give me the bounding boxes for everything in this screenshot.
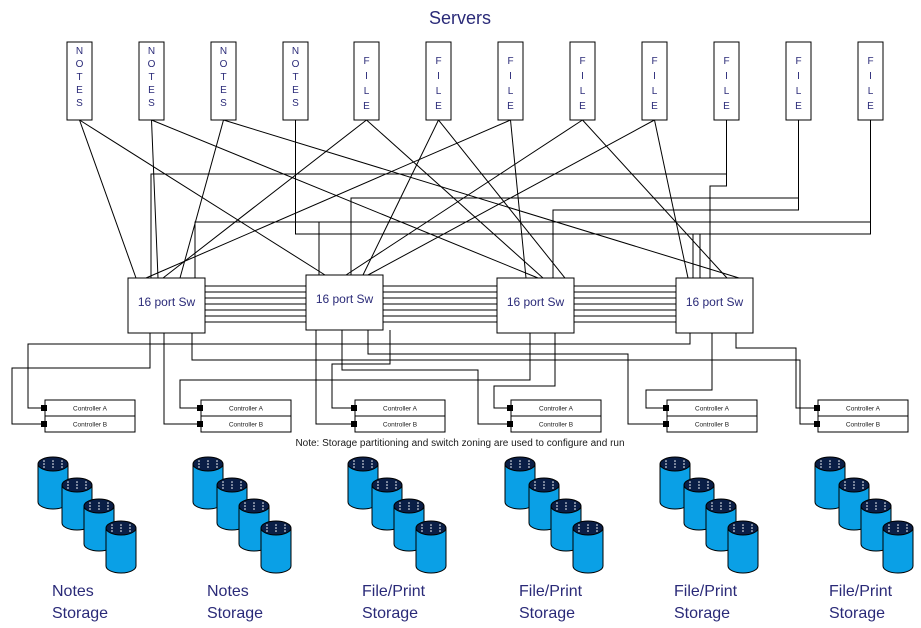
storage-controller: Controller A Controller B bbox=[814, 399, 909, 433]
disk-cylinder-icon bbox=[192, 456, 224, 510]
controller-a-label: Controller A bbox=[539, 406, 574, 413]
port-square-icon bbox=[351, 421, 357, 427]
switch-box: 16 port Sw bbox=[305, 274, 384, 331]
storage-label-line1: File/Print bbox=[519, 583, 583, 600]
connection-lines bbox=[11, 119, 871, 425]
disk-cylinder-icon bbox=[347, 456, 379, 510]
storage-controller: Controller A Controller B bbox=[507, 399, 602, 433]
port-square-icon bbox=[814, 405, 820, 411]
storage-label-line2: Storage bbox=[829, 605, 885, 622]
disk-cylinder-icon bbox=[37, 456, 69, 510]
port-square-icon bbox=[814, 421, 820, 427]
switch-box: 16 port Sw bbox=[496, 277, 575, 334]
switch-label: 16 port Sw bbox=[686, 295, 744, 309]
controller-a-label: Controller A bbox=[383, 406, 418, 413]
controller-b-label: Controller B bbox=[539, 422, 573, 429]
storage-label-line1: File/Print bbox=[674, 583, 738, 600]
port-square-icon bbox=[663, 405, 669, 411]
storage-label-line1: File/Print bbox=[362, 583, 426, 600]
switch-label: 16 port Sw bbox=[507, 295, 565, 309]
storage-label-line1: Notes bbox=[207, 583, 249, 600]
switch-box: 16 port Sw bbox=[675, 277, 754, 334]
storage-row: NotesStorageNotesStorageFile/PrintStorag… bbox=[37, 456, 914, 622]
switch-label: 16 port Sw bbox=[138, 295, 196, 309]
storage-label-line1: Notes bbox=[52, 583, 94, 600]
disk-cylinder-icon bbox=[415, 520, 447, 574]
storage-label-line1: File/Print bbox=[829, 583, 893, 600]
controller-a-label: Controller A bbox=[73, 406, 108, 413]
storage-controller: Controller A Controller B bbox=[41, 399, 136, 433]
storage-label-line2: Storage bbox=[207, 605, 263, 622]
controller-b-label: Controller B bbox=[383, 422, 417, 429]
storage-label-line2: Storage bbox=[52, 605, 108, 622]
storage-label-line2: Storage bbox=[674, 605, 730, 622]
switch-row: 16 port Sw 16 port Sw 16 port Sw 16 port Sw bbox=[127, 274, 754, 334]
controller-b-label: Controller B bbox=[695, 422, 729, 429]
disk-cylinder-icon bbox=[105, 520, 137, 574]
disk-cylinder-icon bbox=[882, 520, 914, 574]
switch-box: 16 port Sw bbox=[127, 277, 206, 334]
disk-cylinder-icon bbox=[659, 456, 691, 510]
storage-controller: Controller A Controller B bbox=[663, 399, 758, 433]
diagram-title: Servers bbox=[429, 8, 491, 28]
controller-a-label: Controller A bbox=[846, 406, 881, 413]
disk-cylinder-icon bbox=[727, 520, 759, 574]
port-square-icon bbox=[41, 405, 47, 411]
storage-label-line2: Storage bbox=[362, 605, 418, 622]
storage-label-line2: Storage bbox=[519, 605, 575, 622]
note-text: Note: Storage partitioning and switch zo… bbox=[295, 438, 624, 449]
port-square-icon bbox=[507, 405, 513, 411]
controller-a-label: Controller A bbox=[695, 406, 730, 413]
port-square-icon bbox=[663, 421, 669, 427]
switch-label: 16 port Sw bbox=[316, 292, 374, 306]
controller-b-label: Controller B bbox=[846, 422, 880, 429]
disk-cylinder-icon bbox=[260, 520, 292, 574]
storage-controller: Controller A Controller B bbox=[197, 399, 292, 433]
port-square-icon bbox=[197, 421, 203, 427]
storage-controller: Controller A Controller B bbox=[351, 399, 446, 433]
port-square-icon bbox=[507, 421, 513, 427]
controller-a-label: Controller A bbox=[229, 406, 264, 413]
port-square-icon bbox=[41, 421, 47, 427]
disk-cylinder-icon bbox=[814, 456, 846, 510]
disk-cylinder-icon bbox=[572, 520, 604, 574]
port-square-icon bbox=[197, 405, 203, 411]
controller-b-label: Controller B bbox=[229, 422, 263, 429]
controller-b-label: Controller B bbox=[73, 422, 107, 429]
port-square-icon bbox=[351, 405, 357, 411]
